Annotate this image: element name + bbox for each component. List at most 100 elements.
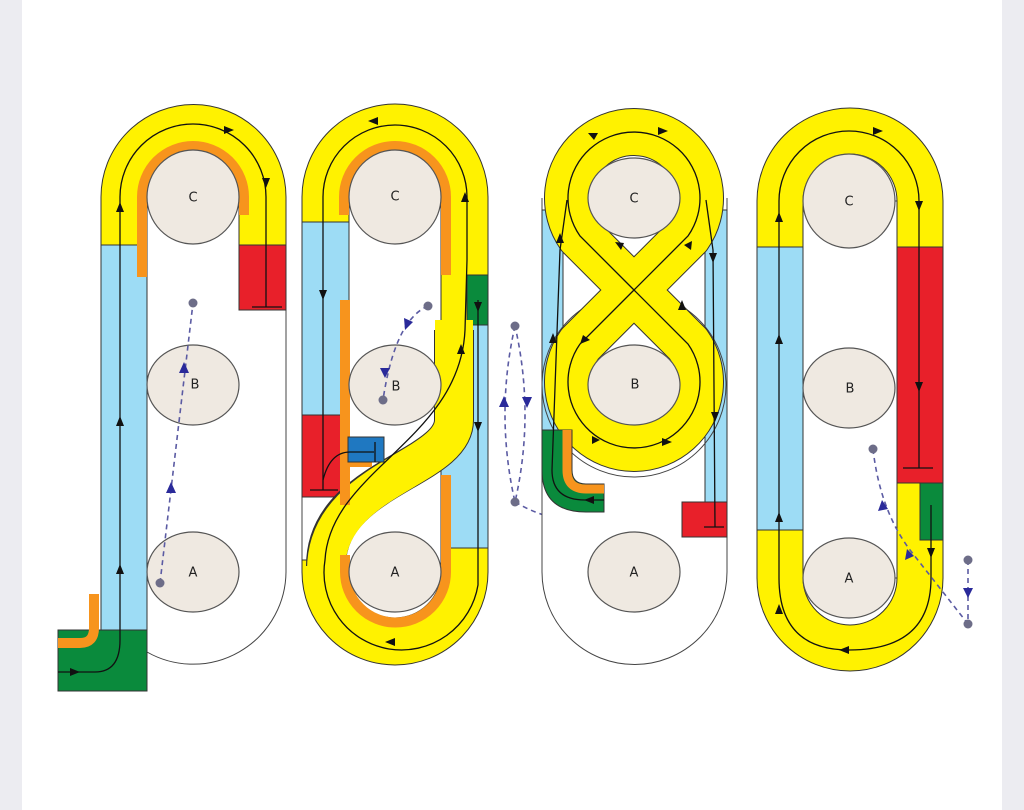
red-section	[238, 244, 287, 311]
pulley-b	[587, 344, 681, 426]
arrow-left-icon	[839, 646, 849, 654]
yellow-section-bottom	[756, 482, 944, 672]
arrow-left-icon	[385, 638, 395, 646]
arrow-up-icon	[457, 344, 465, 354]
arrow-up-icon	[878, 500, 888, 511]
arrow-up-icon	[461, 192, 469, 202]
label-b: B	[846, 382, 855, 397]
label-c: C	[188, 191, 197, 206]
label-c: C	[390, 190, 399, 205]
orange-guard-top	[137, 141, 249, 277]
arrow-right-icon	[70, 668, 80, 676]
arrow-down-icon	[474, 422, 482, 432]
figure-eight-line	[567, 131, 701, 449]
arrow-right-icon	[662, 438, 672, 446]
pulley-b	[348, 344, 442, 426]
track-line-right	[705, 199, 716, 528]
label-c: C	[844, 195, 853, 210]
arrow-right-icon	[588, 133, 598, 140]
diagram-4: C B A	[756, 107, 973, 672]
label-a: A	[845, 572, 854, 587]
branch-line	[322, 451, 374, 481]
label-b: B	[631, 378, 640, 393]
pulley-a	[348, 531, 442, 613]
orange-guard-bottom	[340, 475, 451, 628]
pulley-b	[146, 344, 240, 426]
arrow-up-icon	[615, 242, 624, 250]
arrow-down-icon	[915, 382, 923, 392]
arrow-left-icon	[584, 496, 594, 504]
waypoint-dot	[963, 619, 973, 629]
arrow-left-icon	[368, 117, 378, 125]
red-section	[681, 501, 728, 538]
arrow-down-icon	[319, 290, 327, 300]
track-line-left	[322, 124, 479, 651]
dashed-loop	[504, 325, 526, 503]
track-line	[58, 123, 267, 673]
waypoint-dot	[868, 444, 878, 454]
label-b: B	[392, 380, 401, 395]
label-a: A	[189, 566, 198, 581]
waypoint-dot	[378, 395, 388, 405]
pulley-a	[146, 531, 240, 613]
arrow-up-icon	[499, 396, 509, 407]
waypoint-dot	[510, 497, 520, 507]
pulley-c	[587, 157, 681, 239]
orange-guard-top	[339, 141, 451, 275]
arrow-up-icon	[116, 416, 124, 426]
pulley-a	[587, 531, 681, 613]
arrow-right-icon	[658, 127, 668, 135]
arrow-down-icon	[915, 201, 923, 211]
arrow-down-icon	[380, 368, 390, 378]
pulley-a	[802, 537, 896, 619]
arrow-up-icon	[549, 333, 557, 343]
arrow-down-icon	[711, 412, 719, 422]
yellow-s-band	[307, 320, 473, 572]
track-line-bottom	[778, 505, 932, 651]
arrow-right-icon	[224, 126, 234, 134]
orange-guard-corner	[58, 594, 99, 648]
arrow-up-icon	[179, 362, 189, 373]
blue-section-left	[100, 244, 148, 631]
waypoint-dot	[155, 578, 165, 588]
arrow-right-icon	[873, 127, 883, 135]
arrow-down-icon	[522, 397, 532, 408]
arrow-down-icon	[927, 548, 935, 558]
diagram-3: C B A	[541, 108, 728, 665]
green-section	[57, 629, 148, 692]
arrow-up-icon	[905, 549, 914, 560]
arrow-up-icon	[116, 564, 124, 574]
arrow-up-icon	[775, 512, 783, 522]
arrow-up-icon	[166, 482, 176, 493]
arrow-down-icon	[963, 588, 973, 598]
arrow-right-icon	[592, 436, 600, 444]
arrow-down-icon	[684, 241, 692, 250]
arrow-down-icon	[580, 335, 590, 344]
arrow-down-icon	[474, 302, 482, 312]
orange-guard-small	[348, 460, 372, 467]
pulley-b	[802, 347, 896, 429]
pulley-c	[802, 153, 896, 249]
waypoint-dot	[423, 301, 433, 311]
dashed-path	[159, 302, 194, 584]
pulley-c	[146, 149, 240, 245]
arrow-up-icon	[775, 212, 783, 222]
waypoint-dot	[963, 555, 973, 565]
dashed-path	[382, 305, 429, 401]
arrow-down-icon	[262, 178, 270, 188]
label-b: B	[191, 378, 200, 393]
label-a: A	[391, 566, 400, 581]
arrow-up-icon	[116, 202, 124, 212]
arrow-down-icon	[404, 318, 413, 330]
arrow-up-icon	[678, 300, 686, 310]
blue-section-left	[756, 246, 804, 531]
diagram-2: C B A	[301, 103, 489, 666]
track-line-left	[551, 199, 568, 471]
pulley-c	[348, 149, 442, 245]
track-line-loop	[778, 130, 920, 578]
waypoint-dot	[510, 321, 520, 331]
label-a: A	[630, 566, 639, 581]
arrow-up-icon	[775, 604, 783, 614]
red-section	[896, 246, 944, 484]
